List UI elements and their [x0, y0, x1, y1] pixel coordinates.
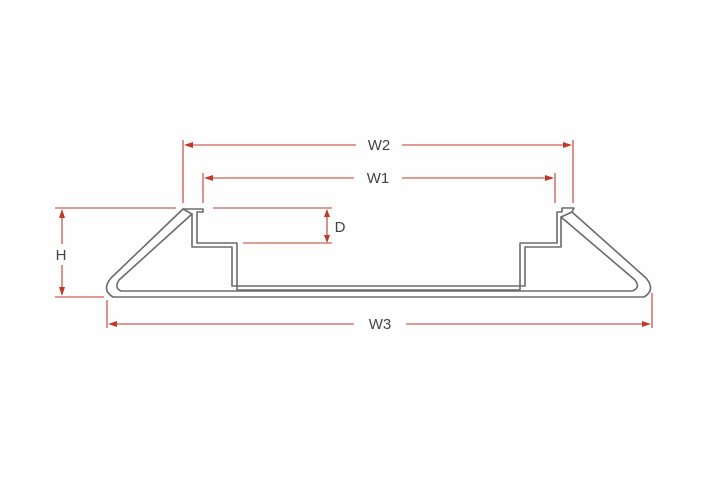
- h-dimension: H: [56, 209, 67, 296]
- w1-right-arrowhead: [545, 175, 554, 181]
- extension-lines: [55, 140, 653, 328]
- w3-right-arrowhead: [642, 321, 651, 327]
- w1-left-arrowhead: [204, 175, 213, 181]
- left-lip-detail: [182, 208, 193, 215]
- tray-cross-section-profile: [105, 207, 652, 298]
- h-label: H: [56, 247, 67, 264]
- w2-right-arrowhead: [563, 142, 572, 148]
- w3-label: W3: [369, 316, 392, 333]
- w2-dimension: W2: [184, 137, 572, 154]
- d-label: D: [335, 219, 346, 236]
- w3-left-arrowhead: [108, 321, 117, 327]
- d-dimension: D: [324, 209, 346, 243]
- profile-outer-contour: [105, 207, 652, 298]
- d-bottom-arrowhead: [324, 235, 330, 243]
- w1-dimension: W1: [204, 170, 554, 187]
- w1-label: W1: [367, 170, 390, 187]
- w3-dimension: W3: [108, 316, 651, 333]
- w2-left-arrowhead: [184, 142, 193, 148]
- profile-inner-contour: [116, 213, 639, 292]
- d-top-arrowhead: [324, 209, 330, 217]
- h-top-arrowhead: [59, 209, 65, 218]
- h-bottom-arrowhead: [59, 287, 65, 296]
- w2-label: W2: [368, 137, 391, 154]
- right-lip-detail: [560, 211, 573, 218]
